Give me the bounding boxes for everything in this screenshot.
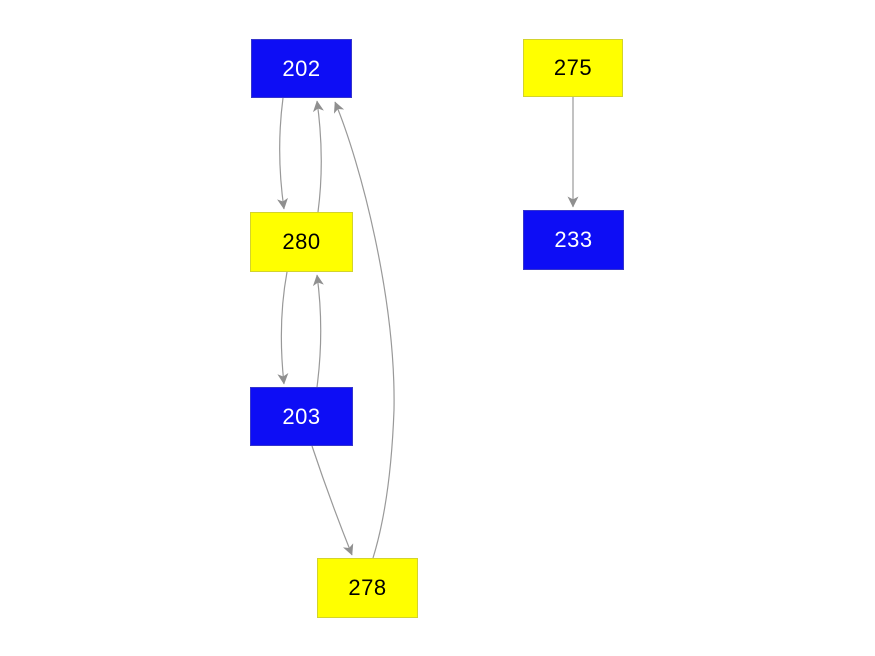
graph-node-278: 278 <box>317 558 418 618</box>
edge-203-to-278-arrow <box>311 445 354 556</box>
graph-node-275: 275 <box>523 39 623 97</box>
graph-node-203: 203 <box>250 387 353 446</box>
graph-node-280: 280 <box>250 212 353 272</box>
edge-202-to-280-arrow <box>277 97 288 210</box>
graph-node-233: 233 <box>523 210 624 270</box>
edge-280-to-203-arrow <box>277 271 289 385</box>
graph-node-202: 202 <box>251 39 352 98</box>
node-label: 280 <box>282 229 321 254</box>
edge-203-to-280-arrow <box>312 274 324 388</box>
edge-280-to-202-arrow <box>312 100 324 213</box>
node-label: 275 <box>553 55 593 80</box>
node-label: 203 <box>282 403 321 429</box>
node-label: 202 <box>282 55 321 81</box>
node-label: 233 <box>554 227 593 252</box>
node-label: 278 <box>348 575 387 600</box>
edge-278-to-202-arrow <box>333 101 395 559</box>
